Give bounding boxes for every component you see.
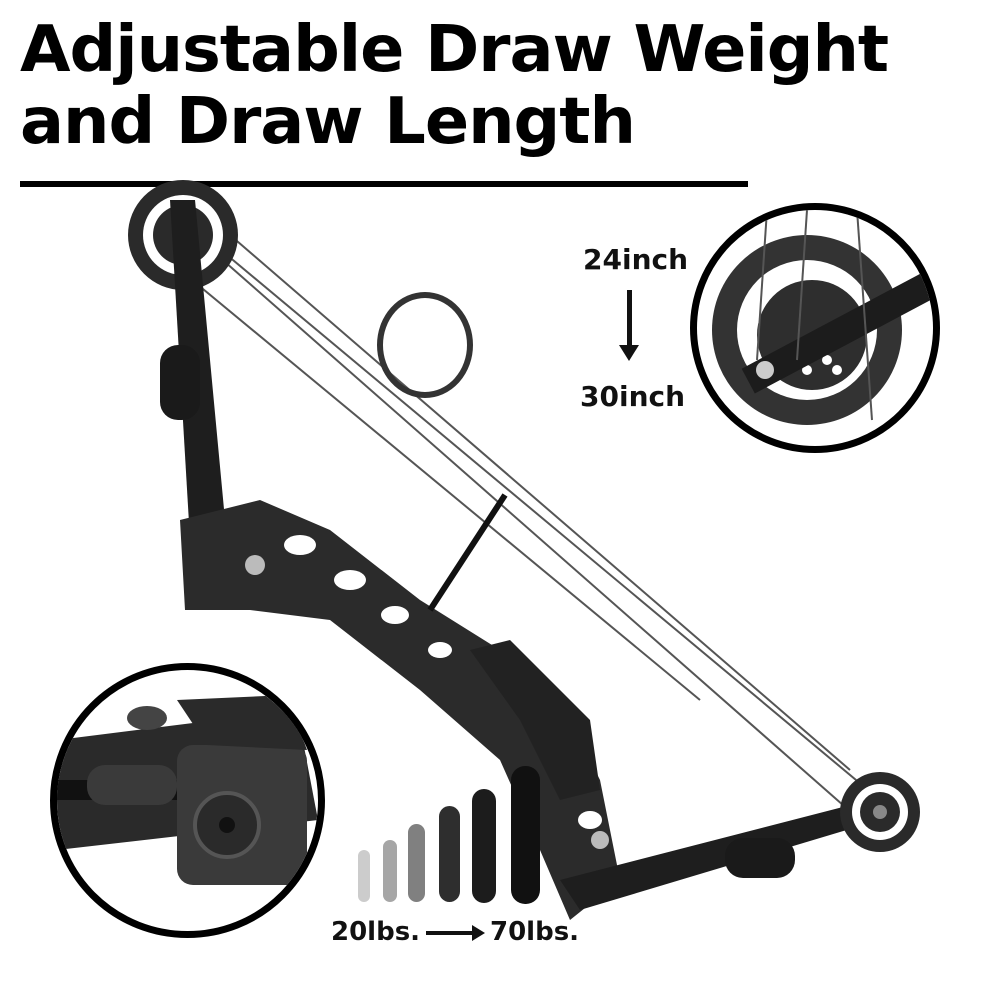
weight-bar-2 bbox=[383, 840, 397, 902]
limb-pocket-inset bbox=[50, 663, 325, 938]
weight-bar-3 bbox=[408, 824, 425, 902]
draw-weight-max: 70lbs. bbox=[490, 917, 580, 947]
draw-weight-min: 20lbs. bbox=[331, 917, 421, 947]
cam-wheel-icon bbox=[712, 210, 933, 425]
page-title: Adjustable Draw Weight and Draw Length bbox=[20, 13, 889, 159]
right-arrow-head bbox=[472, 925, 485, 941]
down-arrow-icon bbox=[627, 290, 632, 350]
weight-bar-4 bbox=[439, 806, 460, 902]
cam-closeup-inset bbox=[690, 203, 940, 453]
limb-bolt-icon bbox=[57, 695, 318, 885]
weight-bar-1 bbox=[358, 850, 370, 902]
title-line-2: and Draw Length bbox=[20, 85, 636, 159]
draw-length-max: 30inch bbox=[580, 380, 686, 413]
draw-length-min: 24inch bbox=[583, 243, 689, 276]
down-arrow-head bbox=[619, 345, 639, 361]
title-line-1: Adjustable Draw Weight bbox=[20, 13, 889, 87]
weight-bar-6 bbox=[511, 766, 540, 904]
right-arrow-icon bbox=[426, 931, 474, 935]
bottom-cam bbox=[840, 772, 920, 852]
title-underline bbox=[20, 181, 748, 187]
weight-bar-5 bbox=[472, 789, 496, 903]
